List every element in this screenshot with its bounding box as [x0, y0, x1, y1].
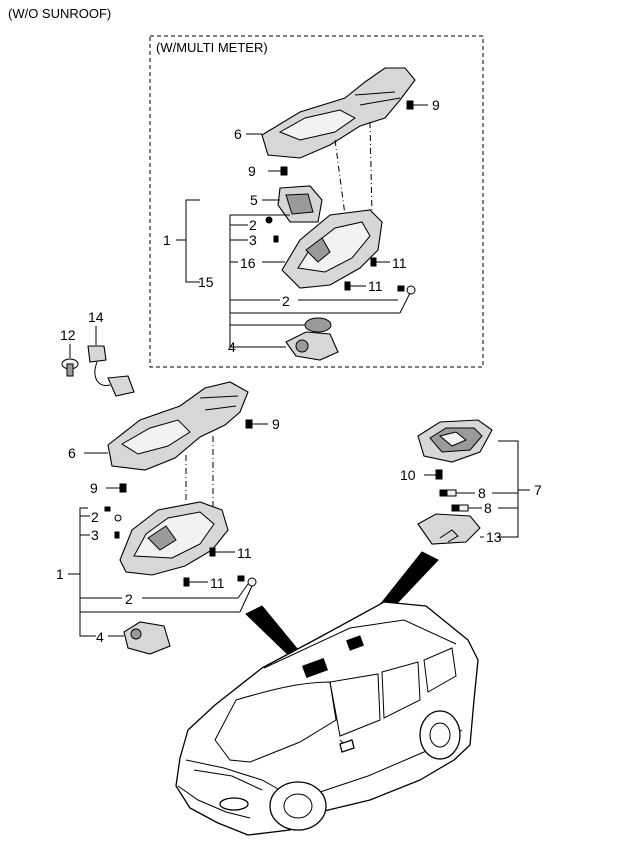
bulb-2-upper — [265, 216, 273, 224]
callout-3-mid: 3 — [91, 527, 99, 543]
screw-11-mid-a — [209, 547, 235, 557]
bulb-3-upper — [273, 235, 279, 243]
multi-meter-inset-box — [149, 35, 484, 368]
dome-lamp-lens-13 — [417, 513, 481, 545]
callout-9-mid-right: 9 — [272, 416, 280, 432]
bulb-8-a — [439, 489, 457, 497]
callout-6-upper: 6 — [234, 126, 242, 142]
multi-meter-display — [277, 185, 323, 223]
bulb-2-mid-b — [237, 575, 257, 587]
bulb-2-mid — [104, 506, 122, 522]
callout-9-upper-right: 9 — [432, 97, 440, 113]
callout-11-mid-b: 11 — [210, 575, 225, 591]
callout-10: 10 — [400, 467, 416, 483]
screw-9-mid-left — [106, 483, 127, 493]
callout-6-mid: 6 — [68, 445, 76, 461]
callout-2-upper-a: 2 — [249, 217, 257, 233]
callout-12: 12 — [60, 327, 76, 343]
bracket-4-mid — [123, 621, 171, 655]
bulb-2-upper-b — [397, 285, 416, 295]
screw-9-mid-right — [245, 419, 268, 429]
overhead-console-location — [301, 657, 329, 679]
console-cover-mid — [107, 381, 249, 471]
console-housing-mid — [119, 501, 229, 576]
callout-16-upper: 16 — [240, 255, 256, 271]
screw-11-upper-b — [344, 281, 366, 291]
callout-4-mid: 4 — [96, 629, 104, 645]
callout-7: 7 — [534, 482, 542, 498]
dome-lamp-location — [346, 635, 364, 651]
callout-9-mid-left: 9 — [90, 480, 98, 496]
callout-3-upper: 3 — [249, 232, 257, 248]
screw-11-upper-a — [370, 257, 390, 267]
callout-2-mid-b: 2 — [125, 591, 133, 607]
callout-15-upper: 15 — [198, 274, 214, 290]
callout-1-upper: 1 — [163, 232, 171, 248]
callout-2-upper-b: 2 — [282, 293, 290, 309]
bolt-12 — [61, 358, 79, 377]
heading-without-sunroof: (W/O SUNROOF) — [8, 6, 111, 21]
bracket-4-upper — [285, 331, 339, 361]
wiring-harness-14 — [87, 345, 135, 397]
bulb-3-mid — [114, 531, 120, 539]
callout-11-upper-b: 11 — [368, 278, 383, 294]
console-housing-upper — [281, 209, 383, 289]
heading-with-multi-meter: (W/MULTI METER) — [156, 40, 268, 55]
screw-11-mid-b — [183, 577, 208, 587]
callout-14: 14 — [88, 309, 104, 325]
screw-9-upper-left — [268, 166, 288, 176]
callout-1-mid: 1 — [56, 566, 64, 582]
callout-8-a: 8 — [478, 485, 486, 501]
screw-10 — [435, 469, 443, 480]
callout-11-upper-a: 11 — [392, 255, 407, 271]
callout-9-upper-left: 9 — [248, 163, 256, 179]
screw-9-upper-right — [406, 100, 428, 110]
callout-5-upper: 5 — [250, 192, 258, 208]
bulb-8-b — [451, 504, 469, 512]
console-cover-upper — [261, 67, 416, 159]
callout-4-upper: 4 — [228, 339, 236, 355]
vehicle-suv — [175, 601, 479, 836]
lens-upper — [304, 317, 332, 333]
callout-13: 13 — [486, 529, 502, 545]
callout-8-b: 8 — [484, 500, 492, 516]
dome-lamp-housing — [417, 419, 493, 463]
callout-2-mid-a: 2 — [91, 509, 99, 525]
callout-11-mid-a: 11 — [237, 545, 252, 561]
